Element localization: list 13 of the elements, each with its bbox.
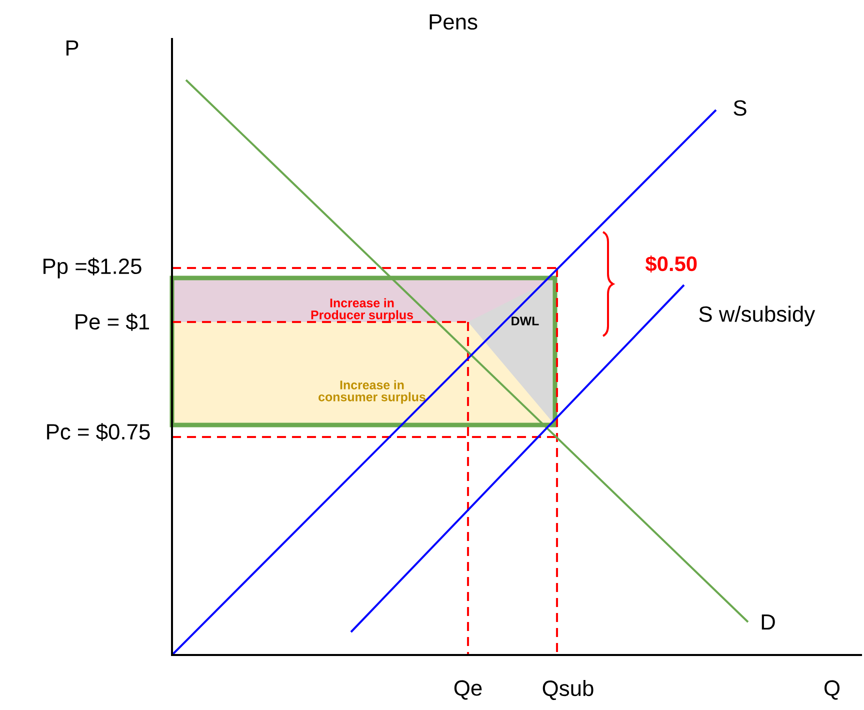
- deadweight-loss-triangle: DWL: [468, 278, 555, 425]
- quantity-label: Qsub: [542, 680, 594, 700]
- axis-label: Q: [824, 680, 840, 700]
- curve-label: D: [762, 614, 775, 630]
- axis-label: P: [66, 40, 78, 56]
- quantity-label: Qe: [454, 680, 482, 700]
- curve-label: S: [734, 100, 746, 116]
- price-label: Pc = $0.75: [47, 423, 150, 441]
- chart-title: Pens: [430, 14, 478, 30]
- curve-label: S w/subsidy: [699, 306, 816, 326]
- price-difference-label: $0.50: [645, 255, 697, 273]
- price-label: Pp =$1.25: [44, 258, 142, 278]
- price-label: Pe = $1: [76, 313, 149, 331]
